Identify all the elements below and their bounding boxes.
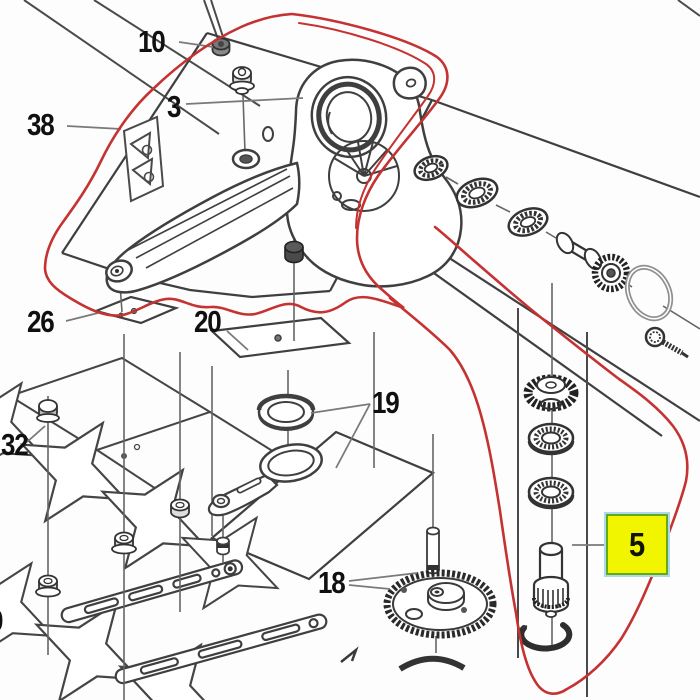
output-shaft-column <box>518 374 579 652</box>
red-stroke-double <box>298 22 436 229</box>
arm-boss <box>231 148 261 170</box>
red-circle-housing <box>43 12 449 317</box>
housing-ear <box>392 66 427 100</box>
part-label-18: 18 <box>318 565 346 600</box>
seal-ring <box>256 393 316 431</box>
input-shaft-bearings <box>413 154 689 359</box>
seal-and-conrod <box>207 393 323 556</box>
housing-arm <box>105 161 301 294</box>
cover-plate-20 <box>209 316 352 359</box>
pinion-shaft <box>532 541 570 618</box>
gearbox-housing <box>105 58 463 294</box>
part-label-32: 32 <box>1 427 29 462</box>
clutch-hub <box>328 140 400 212</box>
part-label-20: 20 <box>194 304 222 339</box>
drain-plug <box>284 240 304 264</box>
cam-gear <box>383 569 497 639</box>
part-label-19: 19 <box>372 385 400 420</box>
check-mark <box>340 646 359 663</box>
output-shaft-panel <box>517 308 588 697</box>
small-washer <box>262 126 274 142</box>
connecting-rod <box>207 443 323 517</box>
leader-lines <box>26 41 606 590</box>
part-label-3: 3 <box>167 89 181 124</box>
blade-drive-bar-lower <box>114 613 328 685</box>
blade-nuts <box>35 498 190 598</box>
red-circle-output-shaft <box>388 225 689 695</box>
highlighted-part-label: 5 <box>629 525 645 563</box>
top-nut-10 <box>211 37 231 57</box>
part-label-26: 26 <box>27 304 55 339</box>
lower-housing-arc <box>398 655 466 672</box>
blade-bolt-32 <box>36 399 60 423</box>
part-label-partial: 0 <box>0 605 3 636</box>
bevel-gear <box>523 374 579 412</box>
part-label-10: 10 <box>138 24 166 59</box>
cam-gear-assembly <box>340 526 497 672</box>
ball-bearing-lower <box>527 476 575 510</box>
highlighted-part-label-box[interactable]: 5 <box>606 514 668 575</box>
panel-screw <box>644 326 689 359</box>
ball-bearing-upper <box>527 422 575 456</box>
red-pen-annotation <box>43 12 689 695</box>
housing-bolt-3 <box>229 66 255 95</box>
rod-pivot-pin <box>216 536 230 556</box>
guide-plate-38 <box>122 115 165 203</box>
input-shaft <box>555 231 631 293</box>
part-label-38: 38 <box>27 107 55 142</box>
snap-ring <box>518 622 573 652</box>
crank-pin <box>426 526 440 575</box>
assembly-centerlines <box>47 95 700 700</box>
bearing-bore-ring <box>310 75 388 159</box>
arm-foot <box>105 259 133 283</box>
